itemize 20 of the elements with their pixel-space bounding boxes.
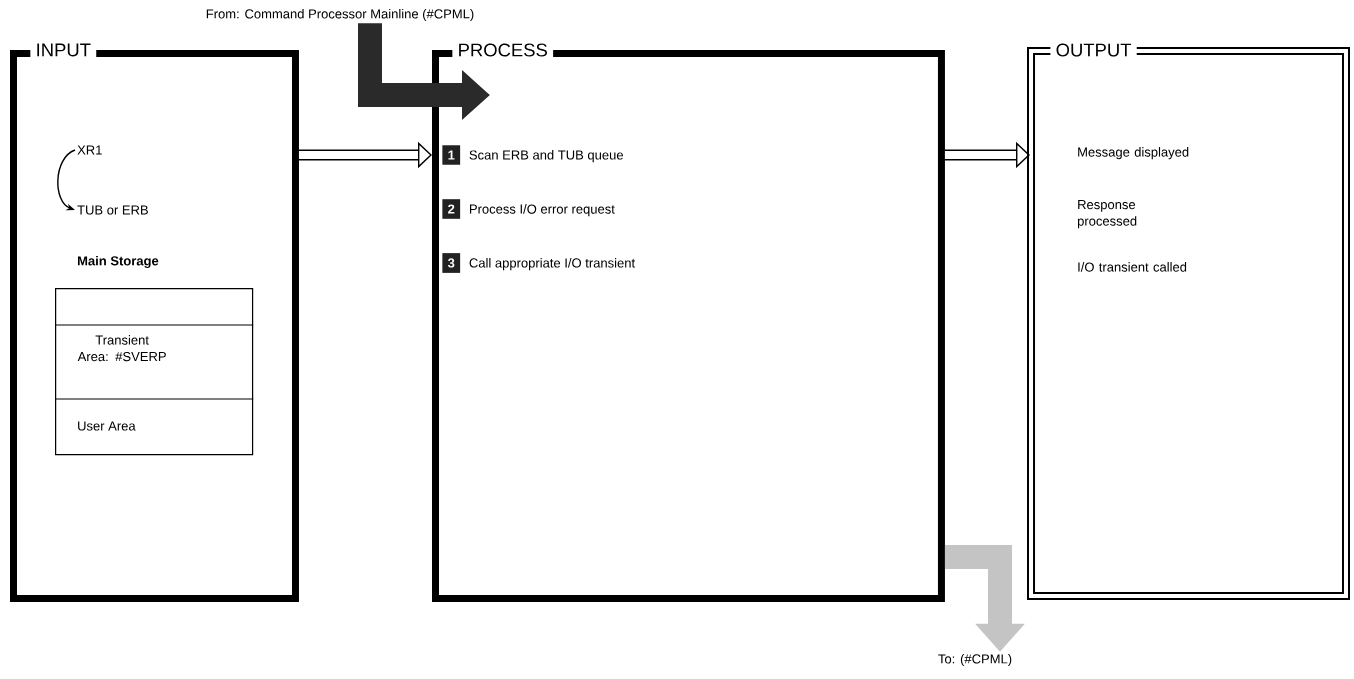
step-text: Call appropriate I/O transient xyxy=(469,258,635,271)
output-text: Response processed xyxy=(1077,200,1137,229)
table-cell-text: User Area xyxy=(78,421,136,431)
target-text: To: (#CPML) xyxy=(938,653,1012,667)
step-number-badge: 1 xyxy=(442,145,461,165)
panel-title: INPUT xyxy=(30,41,97,59)
table-cell-text: Transient Area: #SVERP xyxy=(77,335,166,362)
panel-title: PROCESS xyxy=(452,41,554,59)
register-label: TUB or ERB xyxy=(77,205,148,215)
step-number-badge: 2 xyxy=(442,199,461,219)
output-text: Message displayed xyxy=(1078,147,1189,160)
storage-heading: Main Storage xyxy=(78,255,159,269)
curved-arrow xyxy=(57,149,76,211)
step-text: Process I/O error request xyxy=(470,204,615,217)
step-number-badge: 3 xyxy=(442,253,461,273)
register-label: XR1 xyxy=(77,145,102,155)
panel-title: OUTPUT xyxy=(1050,41,1137,59)
output-text: I/O transient called xyxy=(1078,262,1187,272)
source-text: From: Command Processor Mainline (#CPML) xyxy=(206,8,474,22)
step-text: Scan ERB and TUB queue xyxy=(469,150,623,163)
